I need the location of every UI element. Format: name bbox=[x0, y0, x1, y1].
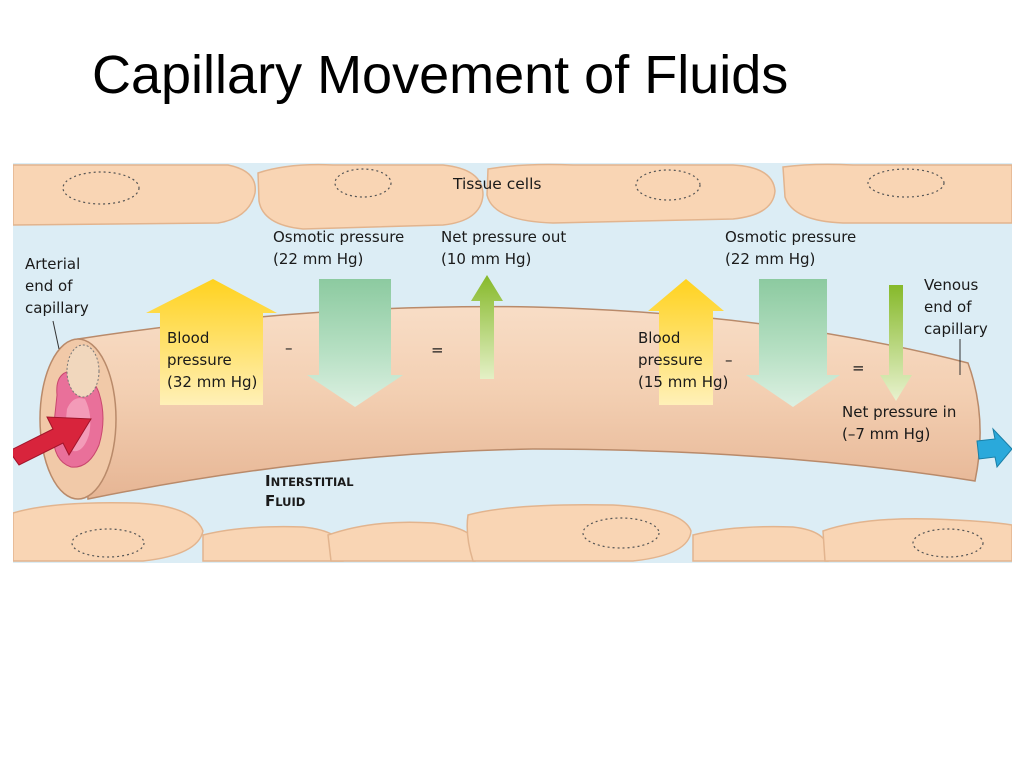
venous-osmotic-label: Osmotic pressure (22 mm Hg) bbox=[725, 228, 861, 268]
arterial-minus-sign: – bbox=[285, 339, 293, 357]
venous-net-in-label: Net pressure in (–7 mm Hg) bbox=[842, 403, 961, 443]
venous-blood-pressure-arrow bbox=[648, 279, 724, 405]
arterial-equals-sign: = bbox=[431, 341, 444, 359]
arterial-net-out-arrow bbox=[471, 275, 503, 379]
arterial-blood-pressure-arrow bbox=[146, 279, 277, 405]
venous-minus-sign: – bbox=[725, 351, 733, 369]
venous-net-in-arrow bbox=[880, 285, 912, 401]
bottom-cell-nuclei bbox=[71, 517, 984, 558]
arterial-net-out-label: Net pressure out (10 mm Hg) bbox=[441, 228, 571, 268]
arterial-blood-pressure-label: Blood pressure (32 mm Hg) bbox=[167, 329, 257, 391]
capillary-tube bbox=[77, 305, 981, 500]
tissue-cells-label: Tissue cells bbox=[452, 175, 541, 193]
interstitial-fluid-label: INTERSTITIAL FLUID bbox=[265, 471, 359, 510]
capillary-diagram: Tissue cells Arterial end of capillary O… bbox=[13, 163, 1012, 563]
arterial-osmotic-arrow bbox=[307, 279, 403, 407]
capillary-diagram-svg: Tissue cells Arterial end of capillary O… bbox=[13, 163, 1012, 563]
venous-osmotic-arrow bbox=[746, 279, 840, 407]
blood-inflow-arrow bbox=[13, 416, 92, 466]
arterial-osmotic-label: Osmotic pressure (22 mm Hg) bbox=[273, 228, 409, 268]
arterial-pointer-line bbox=[52, 320, 60, 350]
venous-end-label: Venous end of capillary bbox=[924, 276, 988, 338]
arterial-end-label: Arterial end of capillary bbox=[25, 255, 89, 317]
top-tissue-cells bbox=[13, 163, 1012, 230]
slide-title: Capillary Movement of Fluids bbox=[92, 45, 789, 105]
endothelial-cell bbox=[66, 344, 100, 398]
blood-outflow-arrow bbox=[976, 427, 1012, 469]
venous-blood-pressure-label: Blood pressure (15 mm Hg) bbox=[638, 329, 728, 391]
venous-equals-sign: = bbox=[852, 359, 865, 377]
top-cell-nuclei bbox=[62, 168, 945, 205]
bottom-tissue-cells bbox=[13, 501, 1012, 562]
